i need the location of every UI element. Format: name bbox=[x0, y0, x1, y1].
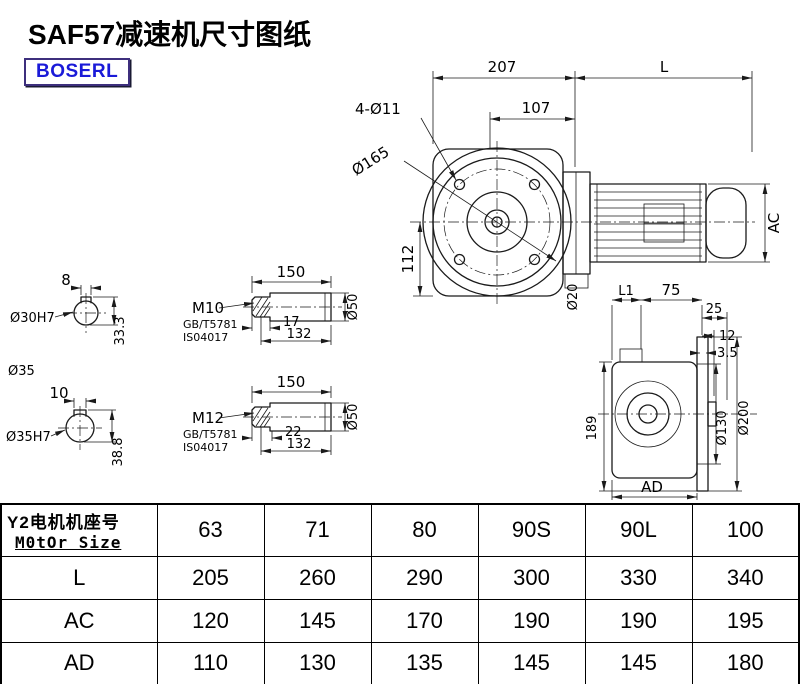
usable-len-label: 132 bbox=[287, 437, 312, 452]
length-label: 150 bbox=[277, 373, 306, 391]
shaft-section-a: 8 Ø30H7 33.3 bbox=[10, 271, 128, 345]
side-view: L1 75 25 12 3.5 189 Ø130 Ø200 bbox=[585, 281, 757, 500]
dim-3-5-label: 3.5 bbox=[717, 346, 738, 361]
dim-75-label: 75 bbox=[661, 281, 680, 299]
motor-size-header-cn: Y2电机机座号 bbox=[7, 513, 120, 533]
dim-112-label: 112 bbox=[399, 245, 417, 274]
value-cell: 180 bbox=[691, 641, 800, 684]
table-header-row: Y2电机机座号 M0tOr Size 63 71 80 90S 90L 100 bbox=[0, 503, 800, 557]
bolt-holes-label: 4-Ø11 bbox=[355, 100, 401, 118]
value-cell: 330 bbox=[584, 555, 693, 600]
shaft-detail-a: 150 M10 GB/T5781 IS04017 17 132 Ø50 bbox=[183, 263, 361, 345]
bore-label: Ø35H7 bbox=[6, 430, 51, 445]
std-gb-label: GB/T5781 bbox=[183, 318, 238, 331]
length-label: 150 bbox=[277, 263, 306, 281]
value-cell: 130 bbox=[263, 641, 372, 684]
table-row-ad: AD 110 130 135 145 145 180 bbox=[0, 641, 800, 684]
thread-label: M10 bbox=[192, 299, 224, 317]
value-cell: 145 bbox=[584, 641, 693, 684]
bolt-hole bbox=[528, 253, 541, 266]
value-cell: 135 bbox=[370, 641, 479, 684]
dim-20-label: Ø20 bbox=[566, 284, 581, 311]
std-gb-label: GB/T5781 bbox=[183, 428, 238, 441]
technical-drawing: 207 L 107 4-Ø11 Ø165 112 AC Ø20 bbox=[6, 58, 783, 500]
motor-size-header-cell: Y2电机机座号 M0tOr Size bbox=[0, 503, 158, 557]
shaft-detail-b: 150 M12 GB/T5781 IS04017 22 132 Ø50 bbox=[183, 373, 361, 455]
bolt-hole bbox=[528, 178, 541, 191]
key-width-label: 8 bbox=[61, 271, 71, 289]
value-cell: 205 bbox=[156, 555, 265, 600]
key-depth-label: 33.3 bbox=[113, 317, 128, 346]
shaft-section-b: Ø35 10 Ø35H7 38.8 bbox=[6, 364, 126, 466]
row-label-ad: AD bbox=[0, 641, 158, 684]
thread-len-label: 17 bbox=[283, 315, 300, 330]
value-cell: 190 bbox=[477, 598, 586, 643]
value-cell: 195 bbox=[691, 598, 800, 643]
motor-size-71: 71 bbox=[263, 503, 372, 557]
motor-size-90s: 90S bbox=[477, 503, 586, 557]
shaft-bore-circle bbox=[73, 300, 99, 326]
flange-dia-label: Ø165 bbox=[349, 143, 393, 180]
main-view: 207 L 107 4-Ø11 Ø165 112 AC Ø20 bbox=[349, 58, 783, 310]
dim-12-label: 12 bbox=[719, 329, 736, 344]
table-row-l: L 205 260 290 300 330 340 bbox=[0, 555, 800, 600]
dia-130-label: Ø130 bbox=[715, 410, 730, 445]
page-title: SAF57减速机尺寸图纸 bbox=[28, 19, 312, 50]
row-label-l: L bbox=[0, 555, 158, 600]
dim-ad-label: AD bbox=[641, 478, 663, 496]
dim-207-label: 207 bbox=[488, 58, 517, 76]
value-cell: 170 bbox=[370, 598, 479, 643]
value-cell: 110 bbox=[156, 641, 265, 684]
value-cell: 260 bbox=[263, 555, 372, 600]
dia-200-label: Ø200 bbox=[737, 400, 752, 435]
value-cell: 120 bbox=[156, 598, 265, 643]
motor-size-100: 100 bbox=[691, 503, 800, 557]
value-cell: 145 bbox=[477, 641, 586, 684]
thread-len-label: 22 bbox=[285, 425, 302, 440]
value-cell: 300 bbox=[477, 555, 586, 600]
table-row-ac: AC 120 145 170 190 190 195 bbox=[0, 598, 800, 643]
shaft-bore-circle bbox=[65, 413, 95, 443]
std-iso-label: IS04017 bbox=[183, 441, 228, 454]
usable-len-label: 132 bbox=[287, 327, 312, 342]
bore-label: Ø30H7 bbox=[10, 311, 55, 326]
value-cell: 145 bbox=[263, 598, 372, 643]
dim-25-label: 25 bbox=[706, 302, 723, 317]
dim-189-label: 189 bbox=[585, 416, 600, 441]
dia-label: Ø50 bbox=[346, 294, 361, 321]
motor-end-cap bbox=[705, 187, 747, 259]
brand-logo: BOSERL bbox=[24, 58, 131, 86]
key-depth-label: 38.8 bbox=[111, 438, 126, 467]
dim-107-label: 107 bbox=[522, 99, 551, 117]
value-cell: 340 bbox=[691, 555, 800, 600]
std-iso-label: IS04017 bbox=[183, 331, 228, 344]
motor-size-header-en: M0tOr Size bbox=[15, 533, 122, 553]
bolt-hole bbox=[453, 178, 466, 191]
row-label-ac: AC bbox=[0, 598, 158, 643]
dimension-table: Y2电机机座号 M0tOr Size 63 71 80 90S 90L 100 … bbox=[0, 503, 800, 684]
bolt-hole bbox=[453, 253, 466, 266]
dia-label: Ø50 bbox=[346, 404, 361, 431]
dim-l-label: L bbox=[660, 58, 669, 76]
value-cell: 190 bbox=[584, 598, 693, 643]
flange-circle bbox=[422, 147, 572, 297]
motor-size-90l: 90L bbox=[584, 503, 693, 557]
motor-size-80: 80 bbox=[370, 503, 479, 557]
thread-label: M12 bbox=[192, 409, 224, 427]
value-cell: 290 bbox=[370, 555, 479, 600]
dim-l1-label: L1 bbox=[618, 284, 634, 299]
motor-size-63: 63 bbox=[156, 503, 265, 557]
outer-dia-label: Ø35 bbox=[8, 364, 35, 379]
key-width-label: 10 bbox=[49, 384, 68, 402]
dim-ac-label: AC bbox=[765, 213, 783, 233]
